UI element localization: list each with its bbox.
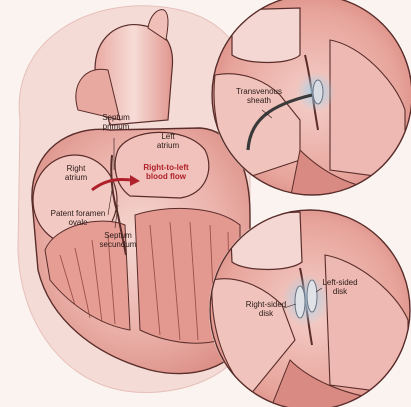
label-left-sided-disk: Left-sided disk	[322, 278, 358, 296]
atrial-septum	[110, 154, 127, 256]
disk-leaders	[283, 287, 323, 309]
label-transvenous-sheath: Transvenous sheath	[236, 87, 282, 105]
inset-sheath	[211, 0, 411, 196]
label-septum-primum: Septum primum	[102, 113, 130, 131]
flow-arrowhead	[130, 175, 140, 186]
right-sided-disk-shape	[294, 285, 306, 319]
label-septum-secundum: Septum secundum	[99, 231, 137, 249]
transvenous-sheath-line	[246, 93, 313, 151]
sheath-leader	[261, 109, 273, 119]
right-to-left-flow-arrow	[91, 178, 131, 192]
sheath-tip-disk	[312, 79, 324, 105]
label-right-sided-disk: Right-sided disk	[245, 300, 287, 318]
leader-lines	[107, 138, 119, 229]
great-vessel	[147, 9, 169, 41]
inset-aorta	[231, 7, 301, 64]
label-right-atrium: Right atrium	[64, 164, 88, 182]
left-sided-disk-shape	[306, 279, 318, 313]
label-left-atrium: Left atrium	[156, 132, 180, 150]
inset-occluder	[209, 209, 411, 407]
label-patent-foramen-ovale: Patent foramen ovale	[50, 209, 106, 227]
label-right-to-left-flow: Right-to-left blood flow	[143, 163, 189, 181]
pulmonary-trunk	[75, 68, 121, 121]
